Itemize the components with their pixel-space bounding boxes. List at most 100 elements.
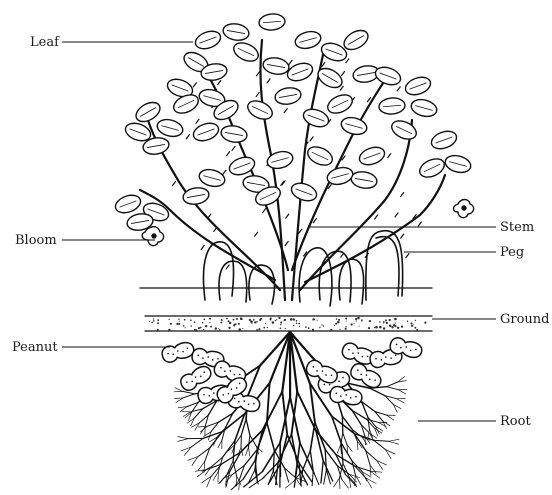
leaf-group	[113, 13, 473, 232]
soil-speck	[185, 327, 186, 328]
root-branch	[191, 438, 203, 447]
soil-speck	[385, 319, 387, 321]
soil-speck	[157, 319, 159, 321]
soil-speck	[256, 329, 258, 331]
soil-speck	[336, 318, 337, 319]
root-branch	[249, 435, 250, 447]
soil-speck	[337, 321, 340, 324]
peg-label: Peg	[500, 245, 524, 260]
soil-speck	[256, 321, 258, 323]
soil-speck	[219, 329, 220, 330]
bloom-left	[142, 227, 163, 246]
root-branch	[397, 399, 405, 403]
root-branch	[347, 445, 352, 452]
soil-speck	[233, 319, 235, 321]
root-branch	[183, 394, 194, 398]
root-branch	[337, 445, 340, 453]
soil-speck	[149, 321, 150, 322]
soil-speck	[196, 329, 198, 331]
root-label: Root	[500, 414, 531, 429]
peanut-pod	[329, 385, 363, 406]
ground-layer	[140, 288, 432, 331]
root-branch	[342, 480, 349, 488]
soil-speck	[253, 319, 255, 321]
stem-thorn	[223, 170, 226, 174]
soil-speck	[411, 325, 413, 327]
soil-speck	[359, 326, 360, 327]
soil-speck	[410, 322, 412, 324]
stem-thorn	[218, 80, 221, 84]
root-branch	[201, 427, 206, 434]
root-branch	[312, 471, 313, 486]
stem-thorn	[367, 98, 370, 102]
root-branch	[387, 382, 398, 387]
soil-speck	[374, 327, 375, 328]
peanut-pod	[160, 340, 195, 364]
soil-speck	[345, 326, 346, 327]
soil-speck	[242, 328, 243, 329]
soil-speck	[200, 327, 202, 329]
stem-thorn	[255, 232, 258, 236]
soil-speck	[415, 320, 416, 321]
soil-speck	[394, 325, 396, 327]
soil-speck	[190, 319, 192, 321]
soil-speck	[395, 322, 396, 323]
soil-speck	[357, 317, 360, 320]
soil-speck	[183, 325, 185, 327]
stem-thorn	[172, 182, 175, 186]
soil-speck	[238, 323, 240, 325]
peanut-shell	[160, 340, 195, 364]
stem-thorn	[289, 60, 292, 64]
soil-speck	[389, 319, 391, 321]
stem-thorn	[340, 86, 343, 90]
soil-speck	[194, 321, 196, 323]
bloom-right	[454, 200, 474, 218]
soil-speck	[170, 323, 172, 325]
root-branch	[243, 460, 255, 479]
soil-speck	[369, 320, 371, 322]
soil-speck	[321, 324, 322, 325]
soil-speck	[290, 318, 293, 321]
stem-thorn	[397, 87, 400, 91]
soil-speck	[323, 325, 324, 326]
soil-speck	[205, 325, 207, 327]
soil-speck	[229, 322, 232, 325]
root-branch	[334, 478, 340, 487]
soil-speck	[191, 325, 192, 326]
soil-speck	[350, 323, 352, 325]
stem-thorn	[208, 214, 211, 218]
soil-speck	[176, 323, 178, 325]
stem-thorn	[193, 83, 196, 87]
peanut-label: Peanut	[12, 340, 58, 355]
soil-speck	[386, 322, 388, 324]
soil-speck	[285, 328, 286, 329]
soil-speck	[202, 322, 204, 324]
stem-thorn	[256, 72, 259, 76]
root-branch	[246, 447, 249, 455]
stem-thorn	[256, 93, 259, 97]
soil-speck	[308, 327, 310, 329]
soil-speck	[379, 326, 382, 329]
soil-speck	[389, 324, 392, 327]
stem-thorn	[401, 234, 404, 238]
root-branch	[183, 391, 195, 394]
root-branch	[198, 462, 204, 471]
soil-speck	[221, 319, 223, 321]
stem-thorn	[418, 222, 421, 226]
soil-speck	[236, 318, 238, 320]
root-branch	[389, 439, 399, 441]
ground-label: Ground	[500, 312, 550, 327]
root-branch	[249, 447, 250, 456]
soil-speck	[345, 328, 347, 330]
soil-speck	[260, 318, 262, 320]
soil-speck	[263, 327, 265, 329]
soil-speck	[203, 319, 205, 321]
bloom-label: Bloom	[15, 233, 57, 248]
soil-speck	[249, 319, 251, 321]
soil-speck	[178, 323, 180, 325]
root-branch	[178, 439, 188, 442]
stem-thorn	[267, 79, 270, 83]
root-branch	[325, 449, 337, 466]
soil-speck	[234, 323, 236, 325]
